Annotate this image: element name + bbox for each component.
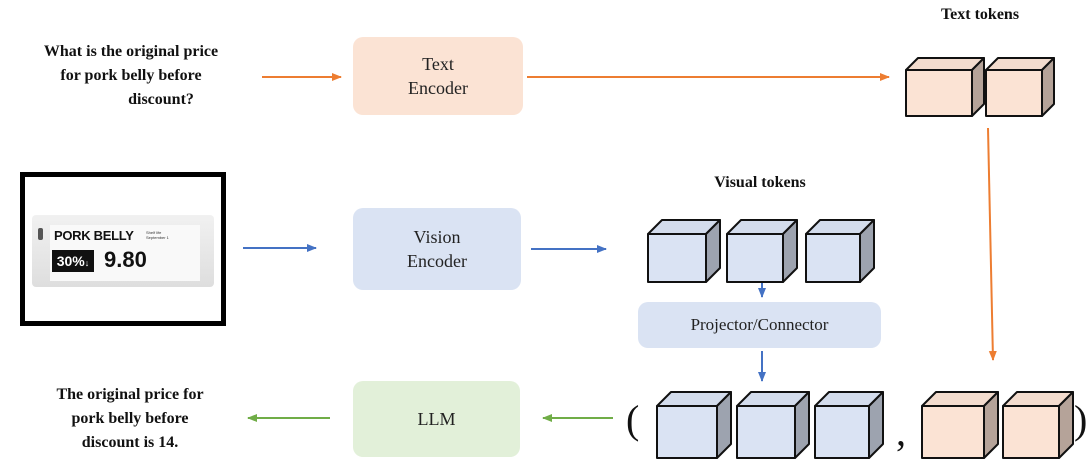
sequence-visual-cube [814,391,884,459]
llm-label: LLM [417,409,456,429]
answer-text: The original price for pork belly before… [10,383,250,455]
text-encoder-label-line: Text [422,54,454,74]
projector-box: Projector/Connector [638,302,881,348]
price-tag-image: PORK BELLY Shelf life September 1 30%↓ 9… [20,172,226,326]
tag-discount-arrow: ↓ [84,258,90,268]
tag-small-text: Shelf life September 1 [146,230,169,240]
sequence-visual-cube [656,391,732,459]
tag-discount: 30%↓ [52,250,94,272]
answer-line: The original price for [56,386,204,403]
visual-token-cube [647,219,721,283]
vision-encoder-box: Vision Encoder [353,208,521,290]
text-tokens-to-sequence-arrow [987,127,997,361]
projector-label: Projector/Connector [690,315,829,334]
visual-token-cube [805,219,875,283]
sequence-text-cube [1002,391,1074,459]
tag-product-name: PORK BELLY [54,228,134,243]
tag-screen: PORK BELLY Shelf life September 1 30%↓ 9… [50,225,200,281]
answer-line: discount is 14. [81,434,179,451]
text-encoder-box: Text Encoder [353,37,523,115]
vision-encoder-label-line: Encoder [407,251,467,271]
tag-small-line: Shelf life [146,230,162,235]
sequence-text-cube [921,391,999,459]
text-token-cube [985,57,1055,117]
open-paren: ( [626,397,640,442]
visual-tokens-title: Visual tokens [714,174,806,191]
visual-token-cube [726,219,798,283]
text-tokens-title: Text tokens [940,6,1020,23]
comma: , [896,409,906,454]
tag-led [38,228,43,240]
llm-box: LLM [353,381,520,457]
answer-line: pork belly before [71,410,189,427]
question-text: What is the original price for pork bell… [0,40,262,112]
text-token-cube [905,57,985,117]
question-line: What is the original price [43,43,219,60]
token-cubes [647,57,1074,459]
vision-encoder-label-line: Vision [413,227,461,247]
tag-small-line: September 1 [146,235,169,240]
text-encoder-label-line: Encoder [408,78,468,98]
question-line: discount? [128,91,194,108]
tag-discount-value: 30% [56,253,85,269]
sequence-visual-cube [736,391,810,459]
price-tag: PORK BELLY Shelf life September 1 30%↓ 9… [32,215,214,287]
question-line: for pork belly before [60,67,202,84]
close-paren: ) [1074,397,1088,442]
tag-price: 9.80 [104,247,147,272]
